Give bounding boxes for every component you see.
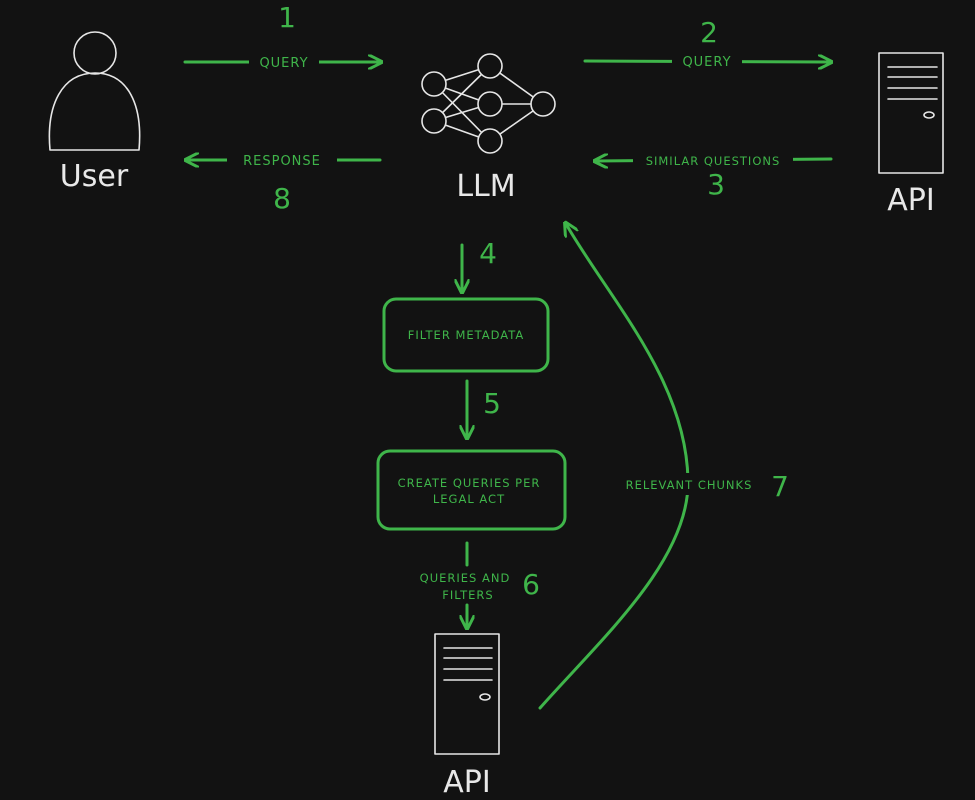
label-bg-7 bbox=[618, 473, 760, 495]
step-8-number: 8 bbox=[273, 182, 291, 215]
step-8-label: RESPONSE bbox=[243, 154, 321, 169]
label-bg-3 bbox=[633, 151, 793, 171]
step-6-label-line2: FILTERS bbox=[442, 588, 493, 602]
step-7-label: RELEVANT CHUNKS bbox=[626, 478, 753, 492]
step-4-number: 4 bbox=[479, 237, 497, 270]
create-queries-line1: CREATE QUERIES PER bbox=[398, 476, 541, 490]
step-2-label: QUERY bbox=[682, 55, 731, 70]
user-label: User bbox=[60, 159, 129, 194]
api-right-label: API bbox=[887, 183, 934, 218]
label-bg-8 bbox=[227, 150, 337, 170]
llm-label: LLM bbox=[456, 169, 515, 204]
step-1-label: QUERY bbox=[259, 56, 308, 71]
step-6-label-line1: QUERIES AND bbox=[420, 571, 511, 585]
user-icon bbox=[48, 31, 141, 151]
step-7-number: 7 bbox=[771, 470, 789, 503]
filter-metadata-box bbox=[382, 297, 550, 373]
neural-network-icon bbox=[421, 53, 556, 154]
server-icon-right bbox=[878, 52, 944, 174]
arrow-step-7 bbox=[538, 224, 690, 710]
step-3-number: 3 bbox=[707, 168, 725, 201]
step-6-number: 6 bbox=[522, 568, 540, 601]
step-3-label: SIMILAR QUESTIONS bbox=[646, 154, 781, 168]
step-2-number: 2 bbox=[700, 16, 718, 49]
create-queries-line2: LEGAL ACT bbox=[433, 492, 505, 506]
label-bg-1 bbox=[249, 52, 319, 72]
filter-metadata-text: FILTER METADATA bbox=[408, 328, 525, 342]
api-bottom-label: API bbox=[443, 765, 490, 800]
step-5-number: 5 bbox=[483, 387, 501, 420]
server-icon-bottom bbox=[434, 633, 500, 755]
create-queries-box bbox=[376, 449, 567, 531]
label-bg-2 bbox=[672, 51, 742, 71]
step-1-number: 1 bbox=[278, 1, 296, 34]
